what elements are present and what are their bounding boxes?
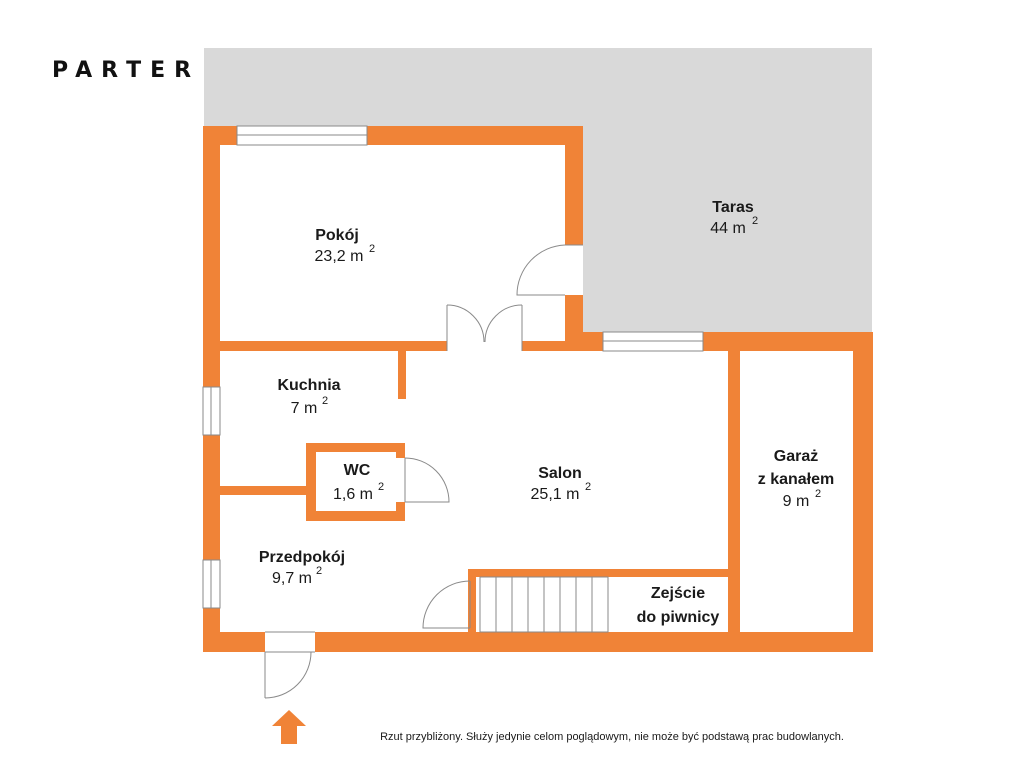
room-name: Pokój — [315, 227, 359, 244]
door-terrace — [516, 244, 583, 296]
wall-stair-top — [470, 569, 728, 577]
room-area-sup: 2 — [815, 488, 821, 500]
room-area-sup: 2 — [322, 395, 328, 407]
stairs — [479, 576, 609, 633]
room-wc — [316, 452, 396, 511]
label-zejscie: Zejście do piwnicy — [637, 585, 720, 626]
room-area-sup: 2 — [369, 243, 375, 255]
room-name: Garaż — [774, 448, 818, 465]
window-terrace — [602, 331, 704, 352]
room-area-sup: 2 — [585, 481, 591, 493]
room-area: 7 m — [291, 400, 318, 417]
door-stairs — [422, 580, 471, 629]
room-name: Przedpokój — [259, 549, 345, 566]
wall-stair-left — [468, 569, 476, 632]
room-area: 25,1 m — [531, 486, 580, 503]
room-area-sup: 2 — [378, 481, 384, 493]
label-przedpokoj: Przedpokój 9,7 m 2 — [259, 549, 345, 587]
label-kuchnia: Kuchnia 7 m 2 — [277, 377, 340, 417]
label-taras: Taras 44 m 2 — [710, 199, 758, 237]
room-area-sup: 2 — [316, 565, 322, 577]
room-area: 9,7 m — [272, 570, 312, 587]
label-salon: Salon 25,1 m 2 — [531, 465, 592, 503]
room-area: 23,2 m — [315, 248, 364, 265]
label-pokoj: Pokój 23,2 m 2 — [315, 227, 376, 265]
label-garaz: Garaż z kanałem 9 m 2 — [758, 448, 834, 510]
room-area: 9 m — [783, 493, 810, 510]
room-garaz — [740, 351, 853, 632]
room-name-line2: do piwnicy — [637, 609, 720, 626]
room-area: 44 m — [710, 220, 746, 237]
wall-garage — [728, 351, 740, 632]
window-kuchnia — [202, 386, 221, 436]
room-pokoj — [220, 145, 565, 341]
label-wc: WC 1,6 m 2 — [333, 462, 384, 503]
room-name: Taras — [712, 199, 754, 216]
room-pocket — [525, 300, 565, 341]
room-name: Salon — [538, 465, 582, 482]
door-wc — [396, 457, 450, 503]
room-name: Zejście — [651, 585, 705, 602]
terrace-area — [204, 48, 872, 332]
window-przedpokoj — [202, 559, 221, 609]
room-name: Kuchnia — [277, 377, 340, 394]
window-pokoj-top — [236, 125, 368, 146]
disclaimer-note: Rzut przybliżony. Służy jedynie celom po… — [380, 731, 844, 743]
plan-title: PARTER — [52, 58, 200, 83]
door-double-pokoj — [446, 304, 523, 351]
door-entrance — [264, 631, 315, 699]
arrow-up-icon — [272, 710, 306, 744]
room-name-line2: z kanałem — [758, 471, 834, 488]
wall-kitchen-stub — [398, 351, 406, 399]
wall-kitchen-hall — [220, 486, 308, 495]
room-area: 1,6 m — [333, 486, 373, 503]
room-area-sup: 2 — [752, 215, 758, 227]
room-name: WC — [344, 462, 371, 479]
